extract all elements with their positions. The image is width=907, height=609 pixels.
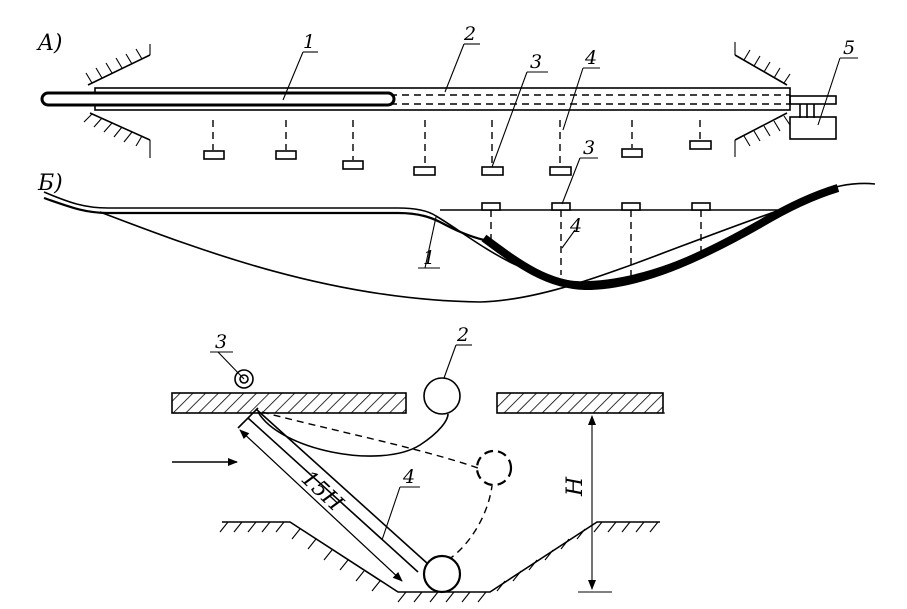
pipe-supports-plan: [204, 120, 711, 175]
view-a-label: A): [36, 31, 62, 56]
callout-a-5: 5: [843, 37, 855, 59]
pipe-profile-thin: [44, 198, 484, 240]
depth-label: H: [563, 476, 588, 497]
callout-s-3: 3: [215, 331, 227, 353]
callout-a-1: 1: [303, 31, 315, 53]
right-bank-top: [735, 42, 790, 85]
pipe-start: [424, 378, 460, 414]
floats-profile: [482, 203, 710, 210]
callout-a-4: 4: [584, 47, 597, 69]
callout-a-2: 2: [463, 23, 476, 45]
right-bank-bottom: [735, 113, 790, 157]
callout-s-2-leader: [444, 345, 456, 378]
view-b-label: Б): [37, 171, 63, 196]
deck-slab-right: [497, 393, 663, 413]
callout-b-1: 1: [423, 247, 435, 269]
cable-dashed-lower: [448, 486, 492, 560]
laid-pipe: [42, 93, 394, 105]
support-3: [343, 120, 363, 169]
winch: [790, 104, 836, 139]
support-4: [414, 120, 435, 175]
callout-a-3: 3: [530, 51, 542, 73]
pipe-end-extension: [790, 96, 836, 104]
support-7: [622, 120, 642, 157]
callout-s-4: 4: [402, 466, 415, 488]
support-6: [550, 120, 571, 175]
length-label: 15H: [296, 466, 348, 517]
callout-b-4: 4: [569, 215, 582, 237]
pipe-profile-thick: [484, 188, 838, 286]
riverbed-line: [100, 210, 780, 302]
pipe-laid-bottom: [424, 556, 460, 592]
support-1: [204, 120, 224, 159]
view-a-plan: A): [36, 23, 858, 175]
view-b-callouts: 3 4 1: [418, 137, 598, 269]
depth-dimension: [578, 413, 665, 592]
cross-section: 3 2: [172, 324, 665, 602]
callout-s-4-leader: [382, 487, 400, 540]
support-8: [690, 120, 711, 149]
callout-b-3: 3: [583, 137, 595, 159]
view-b-profile: Б) 3 4: [37, 137, 875, 302]
deck-slab-left: [172, 393, 406, 413]
callout-s-2: 2: [456, 324, 469, 346]
pipe-intermediate: [477, 451, 511, 485]
left-bank-top: [86, 44, 150, 85]
left-bank-bottom: [84, 113, 150, 158]
callout-s-3-leader: [218, 352, 244, 379]
support-2: [276, 120, 296, 159]
